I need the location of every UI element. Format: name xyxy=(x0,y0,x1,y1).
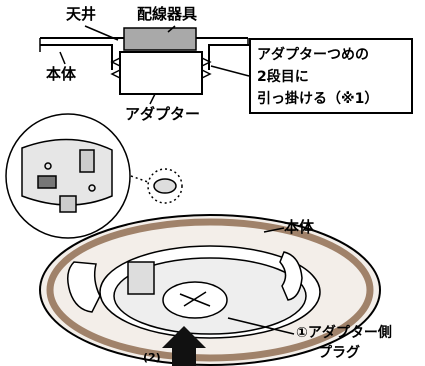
label-plug-line-1: ①アダプター側 xyxy=(296,325,392,341)
left-hand xyxy=(67,261,101,313)
inset-zoom xyxy=(5,113,183,239)
adapter-claw-left xyxy=(110,57,121,79)
ceiling-light-illustration xyxy=(39,214,381,366)
adapter-block xyxy=(119,51,203,95)
wiring-fixture xyxy=(123,27,197,51)
label-body-mid: 本体 xyxy=(284,218,315,236)
label-body-top: 本体 xyxy=(46,65,77,83)
callout-line-2: 2段目に xyxy=(257,69,309,85)
callout-box: アダプターつめの 2段目に 引っ掛ける（※1） xyxy=(249,38,413,114)
label-adapter: アダプター xyxy=(125,105,201,123)
right-hand xyxy=(279,251,303,301)
label-wiring-fixture: 配線器具 xyxy=(137,5,198,23)
label-plug-line-2: プラグ xyxy=(318,345,360,361)
label-step-number: (2) xyxy=(143,351,161,364)
callout-line-3: 引っ掛ける（※1） xyxy=(257,91,379,107)
adapter-claw-right xyxy=(201,57,212,79)
body-brown-band xyxy=(46,218,374,362)
lift-arrow xyxy=(162,326,206,366)
callout-leader xyxy=(210,65,250,77)
cross-section xyxy=(39,25,250,105)
label-ceiling: 天井 xyxy=(66,5,97,23)
callout-line-1: アダプターつめの xyxy=(257,47,369,63)
